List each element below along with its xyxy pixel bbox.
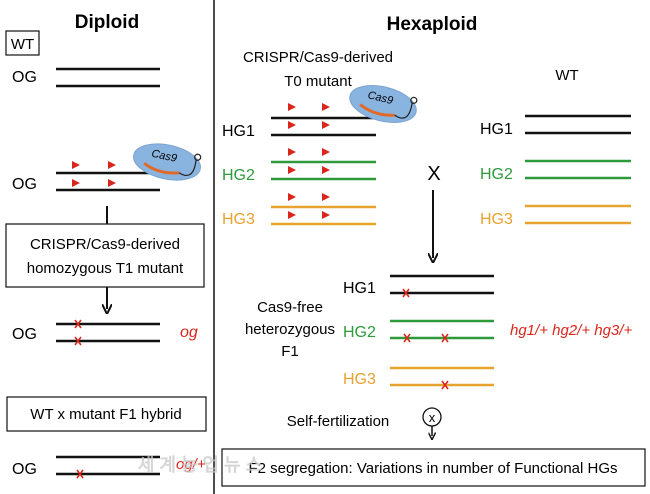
hg1-label-t0: HG1 [222, 123, 255, 140]
og-label-target: OG [12, 176, 37, 193]
mutation-markers [74, 319, 82, 346]
cas9-protein-icon: Cas9 [128, 136, 206, 188]
hg2-label-wt: HG2 [480, 166, 513, 183]
og-label-mutant: OG [12, 326, 37, 343]
hybrid-box [6, 396, 207, 432]
wt-box [5, 30, 40, 56]
f1-genotype: hg1/+ hg2/+ hg3/+ [510, 322, 632, 339]
og-label-wt: OG [12, 69, 37, 86]
mutant-box [5, 223, 205, 288]
hg1-label-wt: HG1 [480, 121, 513, 138]
t0-mutant-line1: CRISPR/Cas9-derived [243, 49, 393, 66]
f1-desc-line3: F1 [281, 343, 299, 360]
hg1-label-f1: HG1 [343, 280, 376, 297]
mutation-markers [402, 288, 449, 390]
wt-label: WT [555, 67, 578, 84]
f1-desc-line2: heterozygous [245, 321, 335, 338]
f1-desc-line1: Cas9-free [257, 299, 323, 316]
self-fertilization-label: Self-fertilization [287, 413, 390, 430]
cas9-protein-icon: Cas9 [344, 77, 422, 131]
mutant-box-line1: CRISPR/Cas9-derived [30, 236, 180, 253]
diploid-title: Diploid [75, 12, 139, 33]
hybrid-box-label: WT x mutant F1 hybrid [30, 406, 181, 423]
hg3-label-t0: HG3 [222, 211, 255, 228]
target-site-markers [72, 161, 116, 187]
wt-box-label: WT [11, 36, 34, 53]
cas9-label: Cas9 [150, 148, 178, 165]
f2-box [221, 448, 646, 487]
hg2-label-t0: HG2 [222, 167, 255, 184]
hybrid-genotype: og/+ [176, 456, 206, 473]
mutation-marker [76, 469, 84, 479]
t0-mutant-line2: T0 mutant [284, 73, 352, 90]
mutant-box-line2: homozygous T1 mutant [27, 260, 184, 277]
hg3-label-f1: HG3 [343, 371, 376, 388]
og-label-hybrid: OG [12, 461, 37, 478]
target-site-markers [288, 103, 330, 219]
selfing-symbol: x [429, 410, 436, 425]
hg2-label-f1: HG2 [343, 324, 376, 341]
cross-symbol: X [427, 163, 440, 185]
watermark: 세 계 농 업 뉴 스 [138, 455, 262, 475]
hexaploid-title: Hexaploid [387, 14, 478, 35]
f2-box-label: F2 segregation: Variations in number of … [248, 460, 617, 477]
hg3-label-wt: HG3 [480, 211, 513, 228]
og-mutant-genotype: og [180, 324, 198, 341]
